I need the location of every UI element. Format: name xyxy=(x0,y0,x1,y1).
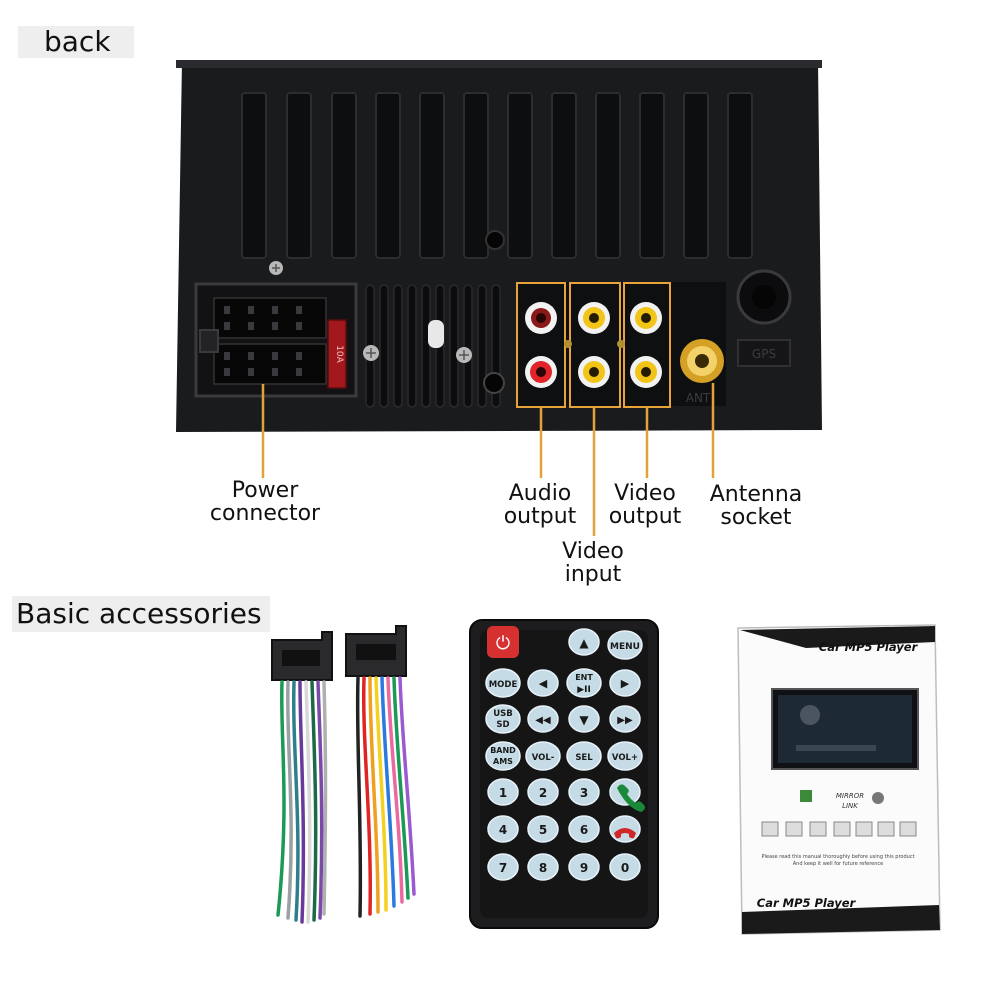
gps-socket xyxy=(736,269,792,367)
power-connector: 10A xyxy=(194,282,358,398)
rca-video-out-2 xyxy=(630,356,662,388)
callout-video-in-line1: Video xyxy=(562,539,624,564)
heatsink-fins xyxy=(241,92,753,259)
manual-title-top: Car MP5 Player xyxy=(819,640,919,654)
remote-down-icon: ▼ xyxy=(579,713,589,727)
remote-sel-label: SEL xyxy=(575,753,593,763)
rca-video-in-2 xyxy=(578,356,610,388)
remote-vol-up-label: VOL+ xyxy=(612,753,638,763)
rca-video-out-1 xyxy=(630,302,662,334)
user-manual: Car MP5 Player MIRROR LINK Please read t… xyxy=(737,624,941,935)
callout-video-input: Video input xyxy=(550,540,636,586)
callout-power-line1: Power xyxy=(231,478,299,503)
fuse xyxy=(327,319,347,389)
microphone-jack xyxy=(428,320,444,348)
section-label-accessories: Basic accessories xyxy=(12,596,270,632)
remote-digit-3: 3 xyxy=(580,786,588,800)
remote-play-icon: ▶II xyxy=(577,685,591,695)
screw-icon xyxy=(269,261,472,363)
remote-digit-1: 1 xyxy=(499,786,507,800)
callout-video-out-line2: output xyxy=(608,504,682,529)
callout-lines xyxy=(261,383,715,536)
rca-audio-red xyxy=(525,356,557,388)
callout-audio-line2: output xyxy=(503,504,577,529)
call-answer-icon xyxy=(617,784,645,812)
remote-up-icon: ▲ xyxy=(579,636,589,650)
remote-right-icon: ▶ xyxy=(621,677,630,690)
back-panel: 10A ANT xyxy=(176,60,822,432)
gps-label: GPS xyxy=(752,347,776,361)
manual-feature-icons xyxy=(761,821,917,837)
remote-digit-5: 5 xyxy=(539,823,547,837)
callout-video-output: Video output xyxy=(596,482,694,528)
manual-title-bottom: Car MP5 Player xyxy=(757,896,857,910)
antenna-label: ANT xyxy=(686,391,711,405)
antenna-socket xyxy=(680,339,724,383)
callout-antenna-line2: socket xyxy=(720,505,792,530)
callout-audio-output: Audio output xyxy=(488,482,592,528)
remote-ent-label: ENT xyxy=(575,673,593,682)
callout-power-connector: Power connector xyxy=(198,479,332,525)
remote-prev-icon: ◀◀ xyxy=(535,715,551,726)
remote-power-button xyxy=(487,626,519,658)
remote-usb-label: USB xyxy=(493,709,513,719)
remote-menu-label: MENU xyxy=(610,642,640,652)
remote-ams-label: AMS xyxy=(493,757,513,766)
rca-video-in-1 xyxy=(578,302,610,334)
remote-mode-label: MODE xyxy=(489,680,518,690)
remote-digit-9: 9 xyxy=(580,861,588,875)
manual-note-1: Please read this manual thoroughly befor… xyxy=(761,854,914,860)
wiring-harness-1 xyxy=(271,631,333,924)
manual-mirror-label: MIRROR xyxy=(836,792,864,800)
section-label-back: back xyxy=(18,26,134,58)
callout-power-line2: connector xyxy=(209,501,321,526)
manual-note-2: And keep it well for future reference xyxy=(793,861,883,867)
callout-audio-line1: Audio xyxy=(508,481,572,506)
remote-digit-7: 7 xyxy=(499,861,507,875)
remote-control: ⏻ xyxy=(469,619,659,929)
remote-next-icon: ▶▶ xyxy=(617,715,633,726)
remote-digit-2: 2 xyxy=(539,786,547,800)
wiring-harness-2 xyxy=(345,625,416,918)
remote-digit-8: 8 xyxy=(539,861,547,875)
android-icon xyxy=(800,790,812,802)
rca-audio-white xyxy=(525,302,557,334)
apple-icon xyxy=(872,792,884,804)
remote-vol-down-label: VOL- xyxy=(532,753,555,763)
remote-band-label: BAND xyxy=(490,746,516,755)
aux-jack xyxy=(483,372,505,394)
manual-link-label: LINK xyxy=(842,802,859,810)
remote-digit-0: 0 xyxy=(621,861,629,875)
call-end-icon xyxy=(614,828,636,839)
callout-antenna-socket: Antenna socket xyxy=(700,483,812,529)
fuse-label: 10A xyxy=(334,345,344,363)
remote-left-icon: ◀ xyxy=(539,677,548,690)
callout-video-in-line2: input xyxy=(564,562,622,587)
remote-digit-6: 6 xyxy=(580,823,588,837)
remote-sd-label: SD xyxy=(496,720,509,730)
power-icon: ⏻ xyxy=(496,633,510,654)
callout-antenna-line1: Antenna xyxy=(709,482,803,507)
remote-digit-4: 4 xyxy=(499,823,507,837)
callout-video-out-line1: Video xyxy=(614,481,676,506)
